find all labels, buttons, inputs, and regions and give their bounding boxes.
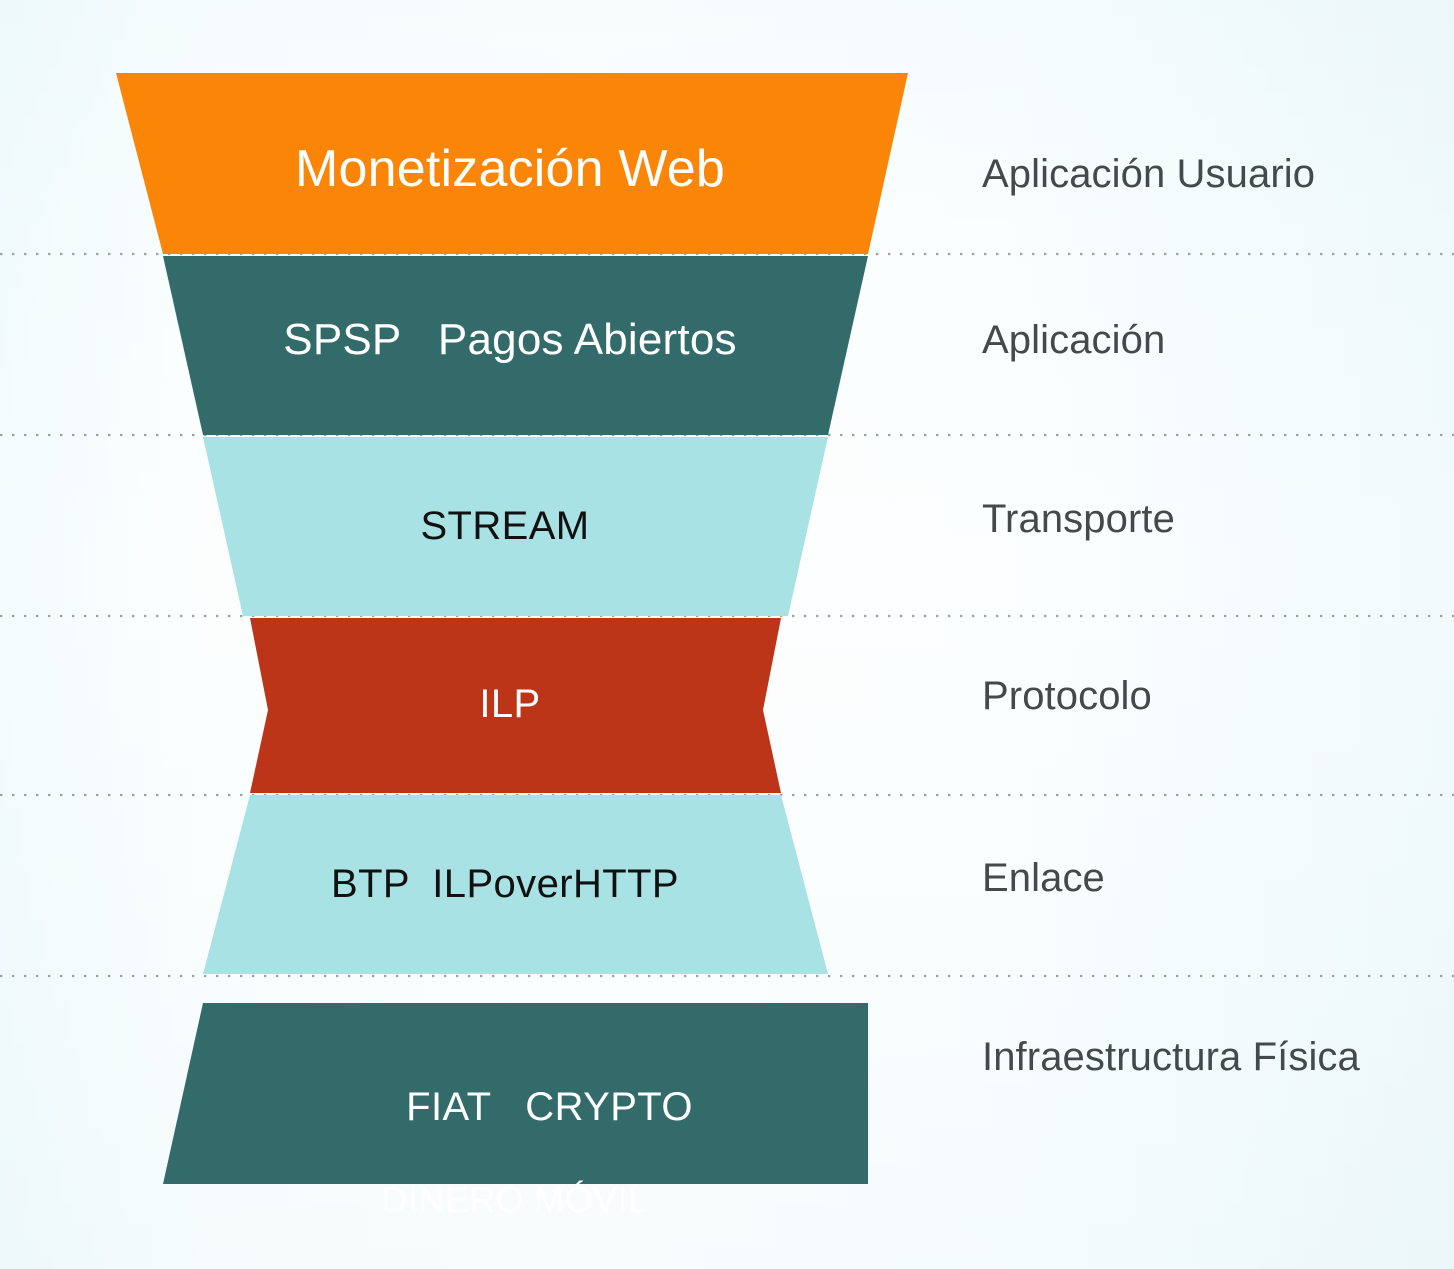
side-label-aplicacion: Aplicación — [982, 318, 1166, 362]
layer-shape-fiat-crypto-dinero-movil — [163, 1003, 868, 1184]
side-label-protocolo: Protocolo — [982, 674, 1152, 718]
side-label-enlace: Enlace — [982, 856, 1105, 900]
layer-shape-stream — [203, 437, 828, 616]
side-label-transporte: Transporte — [982, 497, 1175, 541]
layer-shape-ilp — [250, 618, 781, 793]
side-label-aplicacion-usuario: Aplicación Usuario — [982, 152, 1316, 196]
layer-shape-btp-ilpoverhttp — [203, 795, 828, 974]
layer-shape-monetizacion-web — [116, 73, 908, 254]
side-label-infraestructura-fisica: Infraestructura Física — [982, 1035, 1360, 1079]
layer-shape-spsp-pagos-abiertos — [163, 256, 868, 435]
